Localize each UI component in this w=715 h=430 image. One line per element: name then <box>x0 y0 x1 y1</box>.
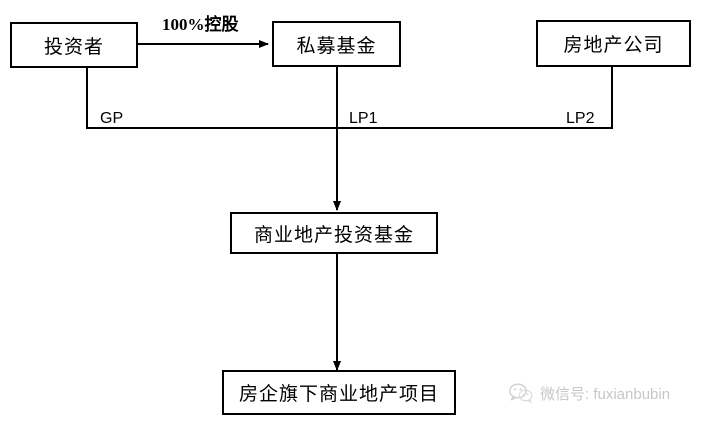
watermark: 微信号: fuxianbubin <box>508 381 670 405</box>
edge-label-holding: 100%控股 <box>162 15 239 34</box>
node-developer-commercial-project[interactable]: 房企旗下商业地产项目 <box>222 370 456 415</box>
node-investor[interactable]: 投资者 <box>10 22 138 68</box>
watermark-text: 微信号: fuxianbubin <box>540 385 671 403</box>
node-commercial-real-estate-fund[interactable]: 商业地产投资基金 <box>230 212 438 254</box>
edge-label-lp2: LP2 <box>566 110 595 127</box>
node-pe-fund[interactable]: 私募基金 <box>272 21 401 67</box>
edge-label-gp: GP <box>100 110 124 127</box>
wechat-icon <box>509 383 533 403</box>
node-real-estate-company[interactable]: 房地产公司 <box>536 20 691 67</box>
edge-label-lp1: LP1 <box>349 110 378 127</box>
